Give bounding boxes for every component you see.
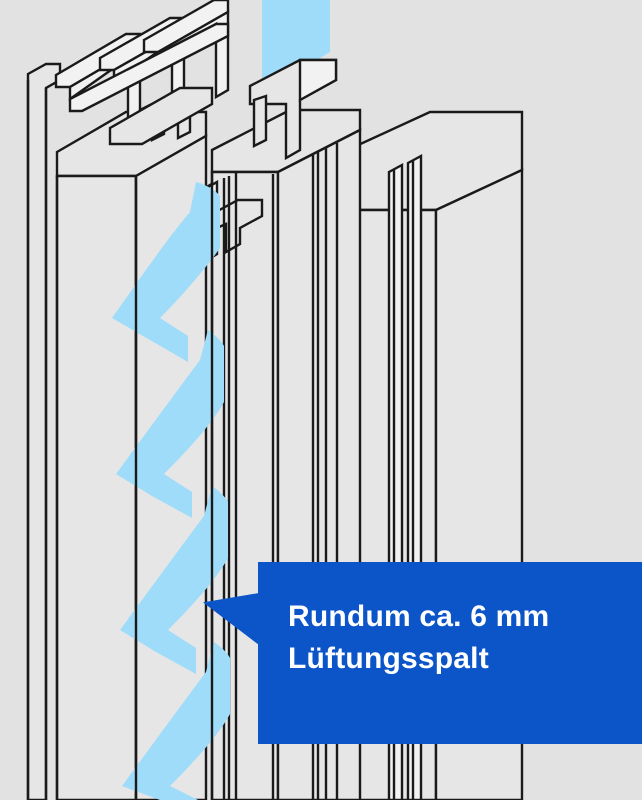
airflow-ribbon-front (112, 182, 230, 800)
top-profile-fins (54, 0, 230, 128)
callout-line-2: Lüftungsspalt (288, 642, 489, 675)
left-outer-panel (26, 62, 62, 800)
left-leaf-ledge (108, 86, 214, 146)
callout-line-1: Rundum ca. 6 mm (288, 600, 550, 633)
front-occluding-edges (26, 80, 214, 800)
callout-box: Rundum ca. 6 mm Lüftungsspalt (258, 562, 642, 744)
central-seal-rib (248, 58, 338, 161)
